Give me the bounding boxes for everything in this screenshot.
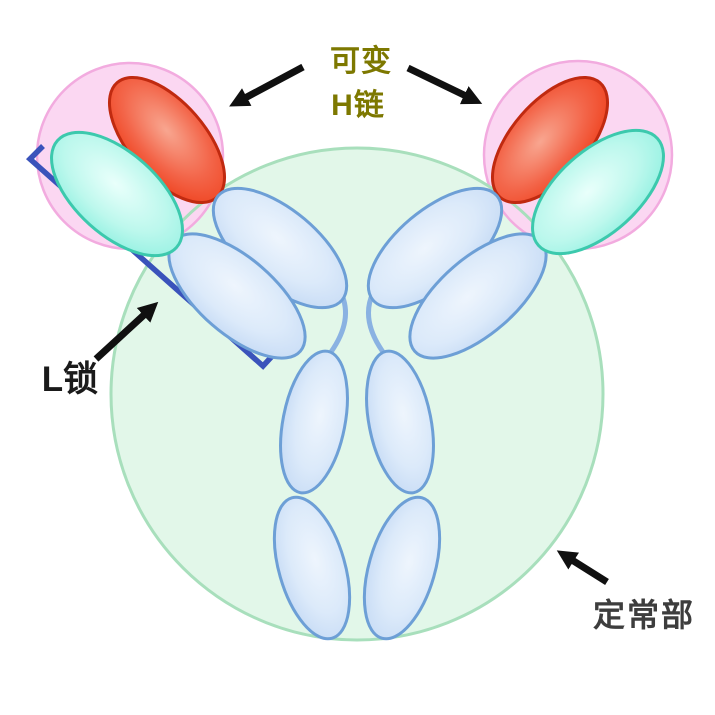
l-chain-arrow-icon — [93, 301, 159, 362]
variable-region-arrow-right-icon — [406, 64, 483, 105]
l-chain-bracket — [25, 144, 278, 370]
l-chain-label: L锁 — [42, 360, 98, 399]
stem-lower-left-domain — [272, 495, 352, 641]
variable-h-chain-label-line1: 可变 — [330, 44, 392, 78]
stem-lower-right-domain — [362, 495, 442, 641]
variable-light-domain-left — [50, 130, 184, 258]
variable-light-domain-right — [531, 128, 665, 256]
variable-h-chain-label-line2: H链 — [331, 88, 385, 122]
constant-region-circle-outline — [109, 146, 605, 642]
constant-region-arrow-icon — [556, 550, 609, 585]
variable-region-arrow-left-icon — [229, 63, 305, 107]
constant-region-label: 定常部 — [593, 597, 695, 633]
stem-upper-right-domain — [365, 349, 435, 495]
stem-upper-left-domain — [279, 349, 349, 495]
